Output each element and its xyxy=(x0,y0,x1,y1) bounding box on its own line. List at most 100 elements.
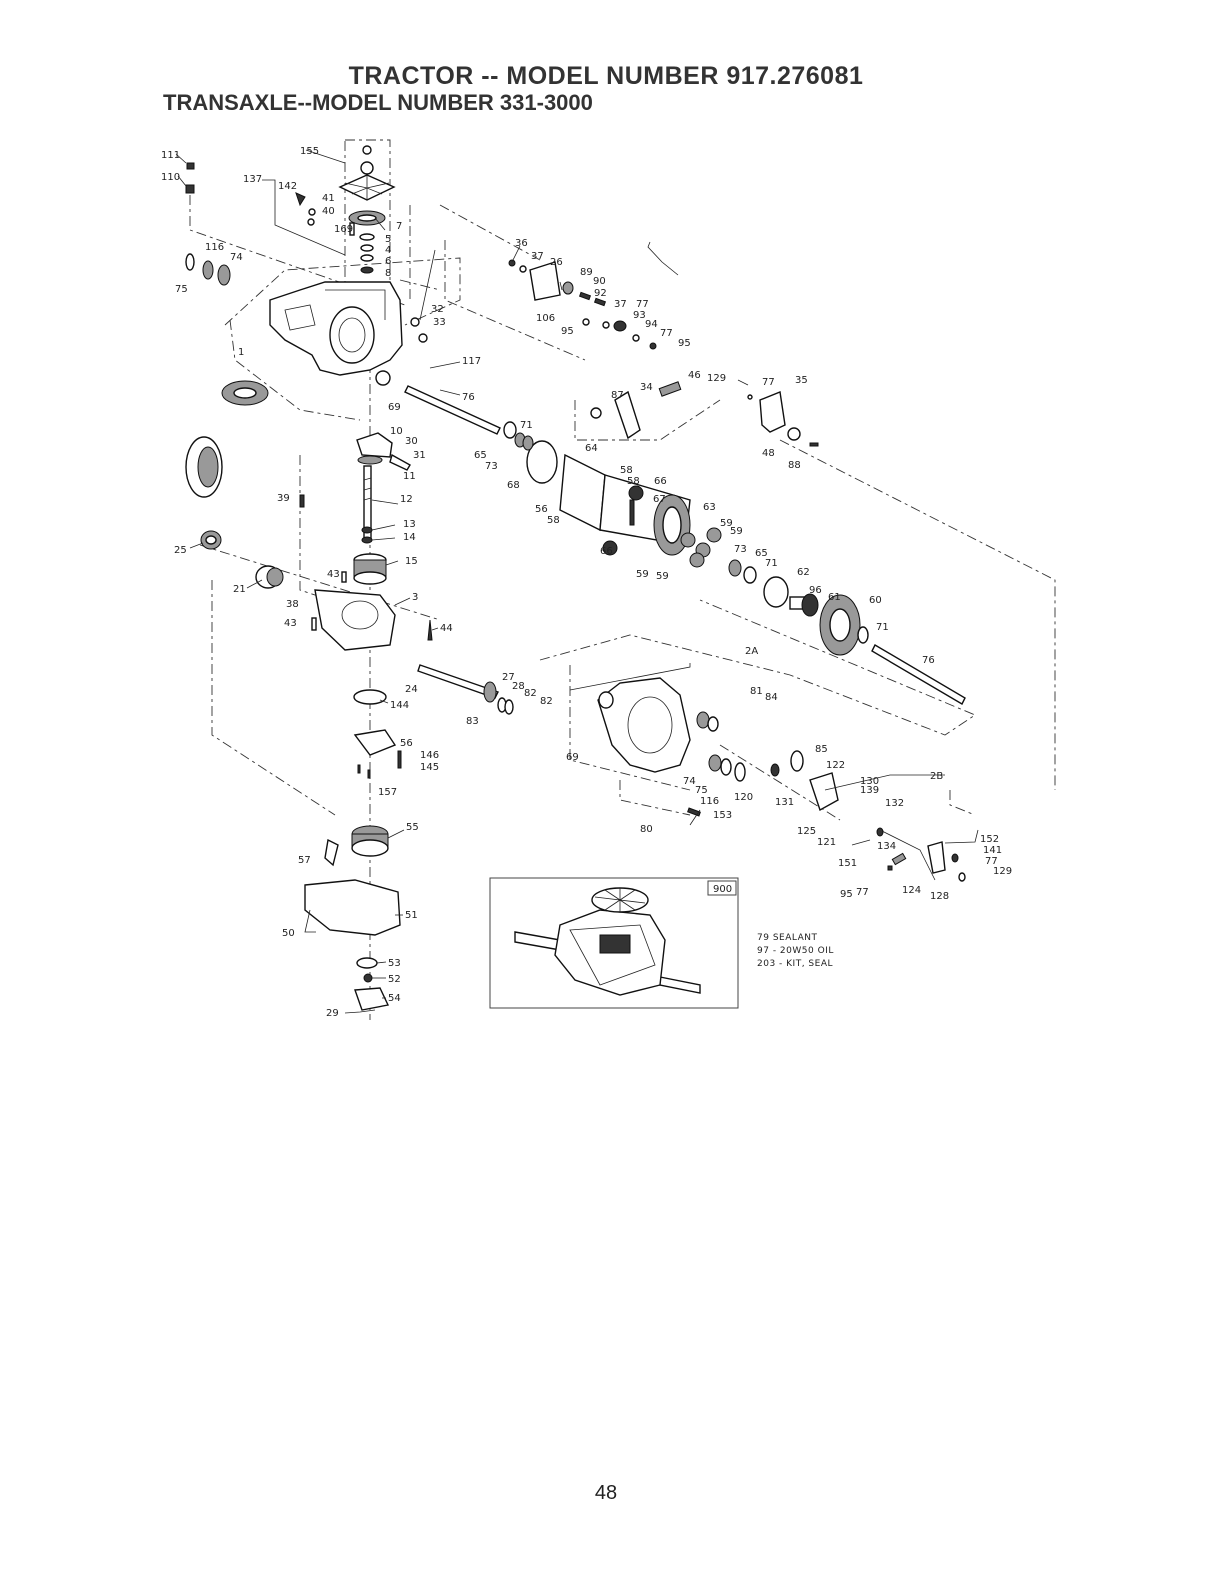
note-sealant: 79 SEALANT xyxy=(757,933,817,943)
callout: 145 xyxy=(420,762,439,773)
callout: 11 xyxy=(403,471,416,482)
callout: 77 xyxy=(636,299,649,310)
callout: 77 xyxy=(985,856,998,867)
callout: 43 xyxy=(284,618,297,629)
callout: 134 xyxy=(877,841,896,852)
inset-number: 900 xyxy=(713,884,732,895)
callout: 64 xyxy=(585,443,598,454)
callout: 71 xyxy=(520,420,533,431)
callout: 157 xyxy=(378,787,397,798)
callout: 56 xyxy=(535,504,548,515)
callout: 129 xyxy=(993,866,1012,877)
callout: 53 xyxy=(388,958,401,969)
callout: 152 xyxy=(980,834,999,845)
callout: 28 xyxy=(512,681,525,692)
callout: 35 xyxy=(795,375,808,386)
callout: 130 xyxy=(860,776,879,787)
callout: 66 xyxy=(654,476,667,487)
callout: 81 xyxy=(750,686,763,697)
callout: 65 xyxy=(474,450,487,461)
callout: 116 xyxy=(700,796,719,807)
ring-gear-55 xyxy=(351,825,389,857)
callout: 122 xyxy=(826,760,845,771)
callout: 48 xyxy=(762,448,775,459)
callout: 85 xyxy=(815,744,828,755)
callout: 84 xyxy=(765,692,778,703)
callout: 30 xyxy=(405,436,418,447)
callout-leaders xyxy=(175,149,871,1014)
callout: 151 xyxy=(838,858,857,869)
callout: 32 xyxy=(431,304,444,315)
callout: 93 xyxy=(633,310,646,321)
differential-assembly xyxy=(526,440,722,568)
callout: 5 xyxy=(385,234,391,245)
callout: 169 xyxy=(334,224,353,235)
callout: 66 xyxy=(600,546,613,557)
callout: 52 xyxy=(388,974,401,985)
callout: 137 xyxy=(243,174,262,185)
callout: 141 xyxy=(983,845,1002,856)
callout: 24 xyxy=(405,684,418,695)
callout: 50 xyxy=(282,928,295,939)
callout: 10 xyxy=(390,426,403,437)
callout: 33 xyxy=(433,317,446,328)
callout: 80 xyxy=(640,824,653,835)
callout: 120 xyxy=(734,792,753,803)
callout: 146 xyxy=(420,750,439,761)
callout: 76 xyxy=(462,392,475,403)
callout: 12 xyxy=(400,494,413,505)
callout: 31 xyxy=(413,450,426,461)
callout: 128 xyxy=(930,891,949,902)
callout: 111 xyxy=(161,150,180,161)
callout: 58 xyxy=(547,515,560,526)
callout: 1 xyxy=(238,347,244,358)
callout: 29 xyxy=(326,1008,339,1019)
callout: 67 xyxy=(653,494,666,505)
callout: 89 xyxy=(580,267,593,278)
callout: 60 xyxy=(869,595,882,606)
callout: 125 xyxy=(797,826,816,837)
callout: 121 xyxy=(817,837,836,848)
callout: 69 xyxy=(566,752,579,763)
callout: 71 xyxy=(876,622,889,633)
callout-numbers: 111 110 137 142 41 40 155 169 7 5 4 6 8 … xyxy=(161,146,1012,1019)
callout: 55 xyxy=(406,822,419,833)
callout: 59 xyxy=(656,571,669,582)
output-gear-60 xyxy=(819,594,869,656)
callout: 57 xyxy=(298,855,311,866)
callout: 95 xyxy=(840,889,853,900)
callout: 46 xyxy=(688,370,701,381)
note-oil: 97 - 20W50 OIL xyxy=(757,946,834,956)
callout: 75 xyxy=(175,284,188,295)
callout: 58 xyxy=(627,476,640,487)
callout: 77 xyxy=(856,887,869,898)
callout: 6 xyxy=(385,256,391,267)
callout: 117 xyxy=(462,356,481,367)
callout: 83 xyxy=(466,716,479,727)
page-number: 48 xyxy=(594,1482,618,1504)
note-seal-kit: 203 - KIT, SEAL xyxy=(757,959,833,969)
tractor-model-title: TRACTOR -- MODEL NUMBER 917.276081 xyxy=(348,62,864,90)
callout: 58 xyxy=(620,465,633,476)
callout: 82 xyxy=(524,688,537,699)
callout: 65 xyxy=(755,548,768,559)
callout: 129 xyxy=(707,373,726,384)
callout: 27 xyxy=(502,672,515,683)
callout: 74 xyxy=(683,776,696,787)
callout: 4 xyxy=(385,245,391,256)
callout: 51 xyxy=(405,910,418,921)
callout: 36 xyxy=(515,238,528,249)
callout: 34 xyxy=(640,382,653,393)
callout: 77 xyxy=(660,328,673,339)
callout: 44 xyxy=(440,623,453,634)
notes-list: 79 SEALANT 97 - 20W50 OIL 203 - KIT, SEA… xyxy=(757,933,834,969)
callout: 90 xyxy=(593,276,606,287)
main-housing-part xyxy=(269,281,403,376)
callout: 15 xyxy=(405,556,418,567)
callout: 14 xyxy=(403,532,416,543)
callout: 74 xyxy=(230,252,243,263)
callout: 59 xyxy=(720,518,733,529)
callout: 63 xyxy=(703,502,716,513)
callout: 110 xyxy=(161,172,180,183)
